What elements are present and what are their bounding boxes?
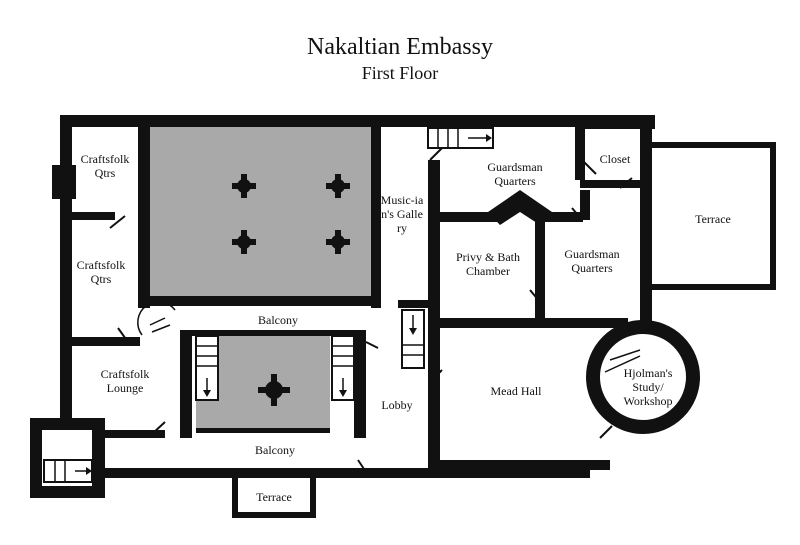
great-hall-void [150, 124, 375, 297]
room-terrace-bottom: Terrace [240, 490, 308, 504]
stair-top [427, 127, 494, 149]
room-terrace-right: Terrace [695, 212, 731, 226]
stair-lobby [401, 309, 425, 369]
room-mead-hall: Mead Hall [490, 384, 542, 398]
room-balcony-top: Balcony [258, 313, 298, 327]
room-guardsman-quarters-2: Guardsman Quarters [564, 247, 620, 275]
stair-corner [43, 459, 93, 483]
room-craftsfolk-qtrs-1: Craftsfolk Qtrs [80, 152, 130, 180]
room-lobby: Lobby [381, 398, 413, 412]
stair-right [331, 335, 355, 401]
spiral-stair [137, 301, 176, 336]
room-closet: Closet [599, 152, 631, 166]
room-musicians-gallery: Music-ian's Gallery [380, 193, 424, 235]
room-guardsman-quarters-1: Guardsman Quarters [487, 160, 543, 188]
room-craftsfolk-lounge: Craftsfolk Lounge [100, 367, 150, 395]
room-privy-bath: Privy & Bath Chamber [455, 250, 520, 278]
stair-left [195, 335, 219, 401]
room-craftsfolk-qtrs-2: Craftsfolk Qtrs [76, 258, 126, 286]
map-subtitle: First Floor [361, 63, 439, 83]
room-balcony-bottom: Balcony [255, 443, 295, 457]
doors [109, 147, 633, 473]
room-hjolmans-study: Hjolman's Study/ Workshop [623, 366, 673, 408]
hall-columns [232, 174, 350, 406]
map-title: Nakaltian Embassy [307, 34, 493, 60]
